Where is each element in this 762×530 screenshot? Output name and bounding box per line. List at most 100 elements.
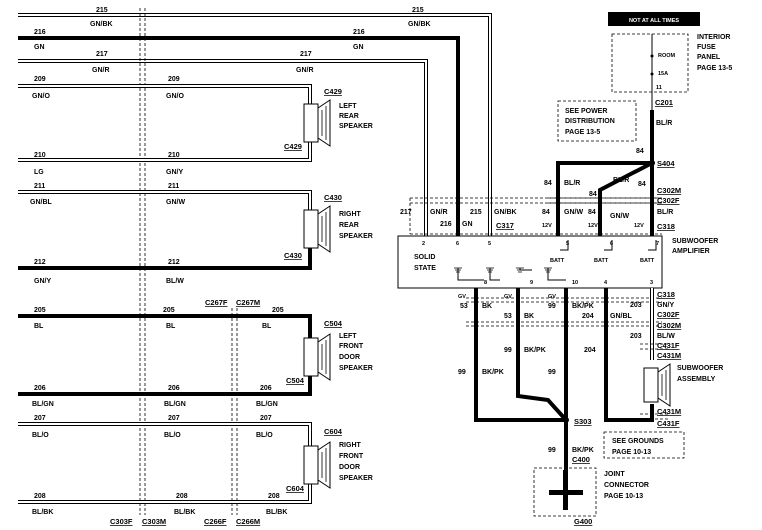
wire-217-num-r: 217 [300,51,312,58]
c317: C317 [496,221,514,230]
wire-211-num-l: 211 [34,183,45,190]
in-84a-num: 84 [542,209,550,216]
wire-209-color-m: GN/O [166,93,184,100]
wire-208-color-r: BL/BK [266,509,287,516]
wire-209-num-l: 209 [34,76,46,83]
wire-205-color-l: BL [34,323,44,330]
c266m: C266M [236,517,260,526]
fuse-room: ROOM [658,53,676,59]
grounds-ref-2: PAGE 10-13 [612,449,651,456]
wire-216-num-l: 216 [34,29,46,36]
speaker-lf-3: DOOR [339,354,360,361]
amp-pin-bot-1: 8 [484,280,487,286]
fuse-panel-label-2: FUSE [697,44,716,51]
wire-84-num: 84 [636,148,644,155]
wire-216-color-r: GN [353,44,364,51]
c431f-bot: C431F [657,419,680,428]
c303f: C303F [110,517,133,526]
wire-206-color-m: BL/GN [164,401,186,408]
speaker-rr-1: RIGHT [339,211,362,218]
wire-215-num-l: 215 [96,7,108,14]
w53b-color: BK [524,313,534,320]
wire-205-color-r: BL [262,323,272,330]
wire-211-num-m: 211 [168,183,179,190]
c431m-top: C431M [657,351,681,360]
in-216-color: GN [462,221,473,228]
c302m-top: C302M [657,186,681,195]
wire-208-color-m: BL/BK [174,509,195,516]
c431m-bot: C431M [657,407,681,416]
subwoofer-speaker [643,363,671,407]
fuse-panel-label-4: PAGE 13-5 [697,65,732,72]
wire-216-num-r: 216 [353,29,365,36]
joint-1: JOINT [604,471,625,478]
amp-batt-3: BATT [640,258,655,264]
w99c2-num: 99 [548,369,556,376]
wire-207-num-l: 207 [34,415,46,422]
wire-207-num-m: 207 [168,415,180,422]
gv-3: GV [548,294,556,300]
w203a-num: 203 [630,302,642,309]
amp-name-1: SUBWOOFER [672,238,718,245]
c604-bot: C604 [286,484,305,493]
amp-pin-top-2: 6 [456,241,459,247]
amp-pin-top-6: 7 [656,241,659,247]
wire-206-num-m: 206 [168,385,180,392]
amp-pin-top-3: 5 [488,241,491,247]
speaker-rf-4: SPEAKER [339,475,373,482]
subwoofer-2: ASSEMBLY [677,376,716,383]
wire-208-num-r: 208 [268,493,280,500]
w204b-num: 204 [584,347,596,354]
fuse-panel-label-1: INTERIOR [697,34,730,41]
speaker-lr-3: SPEAKER [339,123,373,130]
w99b-color: BK/PK [524,347,546,354]
w99-c400-num: 99 [548,447,556,454]
wire-215-color-r: GN/BK [408,21,431,28]
wire-217-color-l: GN/R [92,67,110,74]
not-at-all-times-text: NOT AT ALL TIMES [629,18,679,24]
c504-top: C504 [324,319,343,328]
power-ref-1: SEE POWER [565,108,607,115]
gv-1: GV [458,294,466,300]
c504-bot: C504 [286,376,305,385]
in-84b-v: 12V [588,223,598,229]
wire-206-color-l: BL/GN [32,401,54,408]
w53a-num: 53 [460,303,468,310]
wire-212-color-l: GN/Y [34,278,51,285]
c303m: C303M [142,517,166,526]
wire-215-color-l: GN/BK [90,21,113,28]
c431f-top: C431F [657,341,680,350]
splice-s404-label: S404 [657,159,675,168]
joint-2: CONNECTOR [604,482,649,489]
c400: C400 [572,455,590,464]
in-215-num: 215 [470,209,482,216]
in-84b-num: 84 [588,209,596,216]
wire-205-num-l: 205 [34,307,46,314]
speaker-rr-2: REAR [339,222,359,229]
wire-215-num-r: 215 [412,7,424,14]
amp-name-2: AMPLIFIER [672,248,710,255]
power-ref-box [557,100,637,142]
wire-206-color-r: BL/GN [256,401,278,408]
fuse-pin: 11 [656,85,662,91]
speaker-lr-2: REAR [339,113,359,120]
branch-right-num: 84 [638,181,646,188]
wire-206-num-l: 206 [34,385,46,392]
c302f-bot: C302F [657,310,680,319]
in-215-color: GN/BK [494,209,517,216]
power-ref-3: PAGE 13-5 [565,129,600,136]
branch-mid-num: 84 [589,191,597,198]
c318-bot: C318 [657,290,675,299]
w204a-color: GN/BL [610,313,633,320]
not-at-all-times-badge [608,12,700,26]
amp-pin-bot-3: 10 [572,280,578,286]
amp-batt-2: BATT [594,258,609,264]
branch-left-color: BL/R [564,180,580,187]
c318-top: C318 [657,222,675,231]
speaker-rf-3: DOOR [339,464,360,471]
fuse-panel-label-3: PANEL [697,54,721,61]
w99c-color: BK/PK [572,303,594,310]
connector-c201: C201 [655,98,673,107]
speaker-left-front [303,333,331,381]
